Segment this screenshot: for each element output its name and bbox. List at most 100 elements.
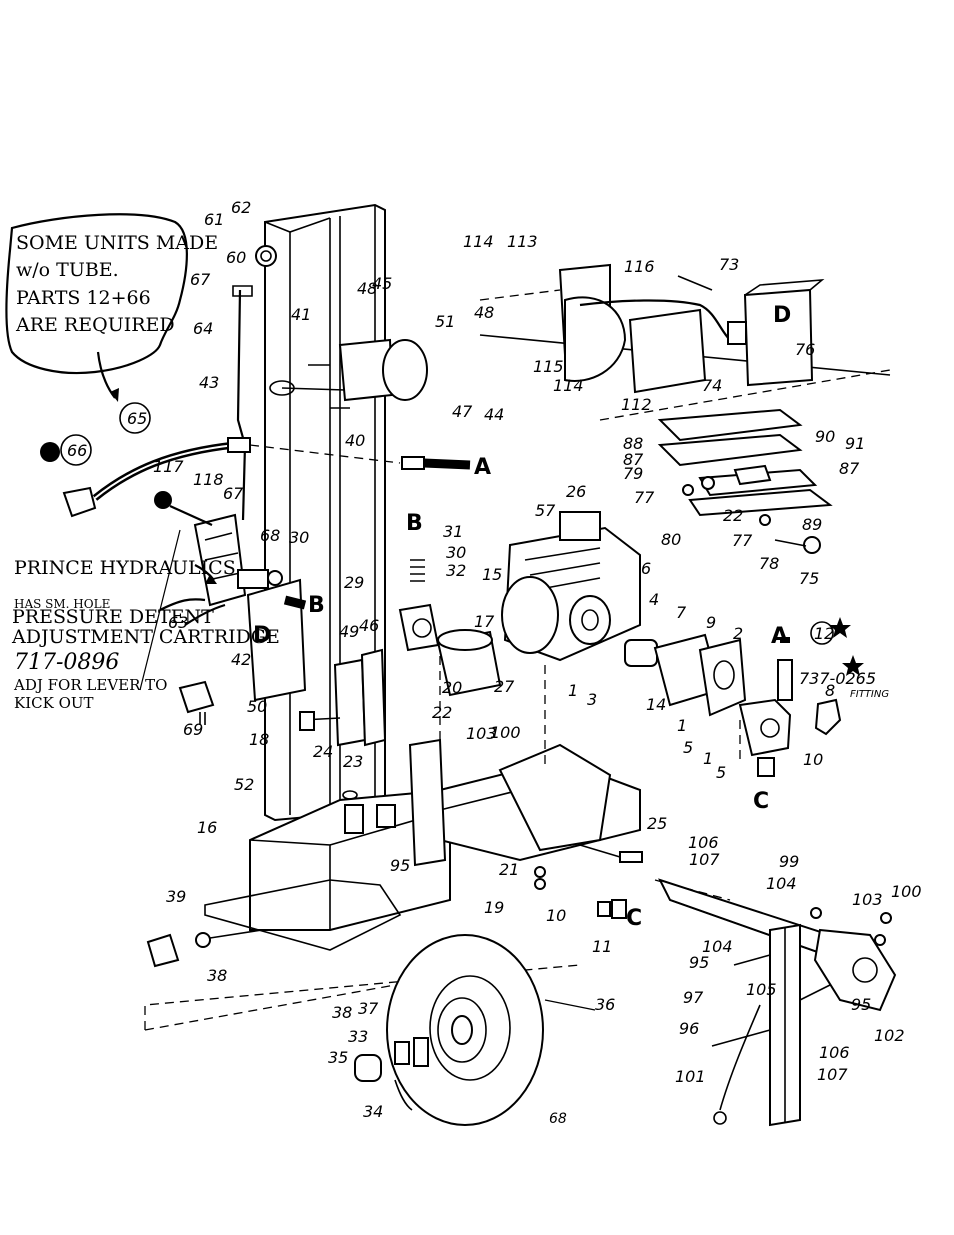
part-callout-30: 30 <box>446 543 466 562</box>
part-callout-107: 107 <box>689 850 720 869</box>
mount-plates: D <box>479 263 891 554</box>
part-callout-20: 20 <box>442 678 462 697</box>
part-callout-24: 24 <box>313 742 333 761</box>
part-callout-21: 21 <box>499 860 519 879</box>
part-callout-115: 115 <box>533 357 564 376</box>
callout-circle-66 <box>60 434 92 466</box>
part-callout-73: 73 <box>719 255 739 274</box>
part-callout-49: 49 <box>339 622 359 641</box>
left-annotations: PRINCE HYDRAULICS HAS SM. HOLE PRESSURE … <box>11 557 280 712</box>
part-callout-107: 107 <box>817 1065 848 1084</box>
part-callout-37: 37 <box>358 999 379 1018</box>
adjustment-label: ADJUSTMENT CARTRIDGE <box>11 626 280 648</box>
part-callout-103: 103 <box>466 724 497 743</box>
part-callout-64: 64 <box>193 319 213 338</box>
part-callout-1: 1 <box>677 716 687 735</box>
part-callout-117: 117 <box>153 457 184 476</box>
part-callout-118: 118 <box>193 470 224 489</box>
part-callout-114: 114 <box>463 232 494 251</box>
part-callout-61: 61 <box>204 210 224 229</box>
part-callout-89: 89 <box>802 515 822 534</box>
part-callout-2: 2 <box>733 624 743 643</box>
part-callout-47: 47 <box>452 402 473 421</box>
part-callout-17: 17 <box>474 612 495 631</box>
part-callout-74: 74 <box>702 376 722 395</box>
part-callout-43: 43 <box>199 373 219 392</box>
part-callout-26: 26 <box>566 482 586 501</box>
part-callout-116: 116 <box>624 257 655 276</box>
part-callout-106: 106 <box>688 833 719 852</box>
part-callout-1: 1 <box>703 749 713 768</box>
part-callout-48: 48 <box>357 279 377 298</box>
base-assembly <box>144 650 643 1031</box>
part-callout-105: 105 <box>746 980 777 999</box>
note-line1: SOME UNITS MADE <box>16 232 218 254</box>
callout-letter-D-left: D <box>253 623 271 648</box>
note-line4: ARE REQUIRED <box>15 314 175 336</box>
part-callout-39: 39 <box>166 887 186 906</box>
part-callout-44: 44 <box>484 405 504 424</box>
wheel-assembly <box>354 934 596 1126</box>
part-callout-34: 34 <box>363 1102 383 1121</box>
part-callout-101: 101 <box>675 1067 706 1086</box>
part-callout-9: 9 <box>706 613 716 632</box>
callout-letter-A-left: A <box>474 455 491 480</box>
callout-letter-B-left: B <box>308 593 325 618</box>
fitting-label: FITTING <box>850 689 889 700</box>
part-callout-97: 97 <box>683 988 704 1007</box>
callout-letter-C-right: C <box>753 789 769 814</box>
part-callout-76: 76 <box>795 340 815 359</box>
part-callout-104: 104 <box>766 874 797 893</box>
fitting-number: 737-0265 <box>799 669 876 688</box>
part-callout-95: 95 <box>689 953 709 972</box>
part-callout-45: 45 <box>372 274 392 293</box>
part-callout-77: 77 <box>634 488 655 507</box>
part-callout-22: 22 <box>723 506 743 525</box>
part-callout-41: 41 <box>291 305 311 324</box>
part-callout-11: 11 <box>592 937 612 956</box>
has-hole-label: HAS SM. HOLE <box>14 597 110 611</box>
part-callout-106: 106 <box>819 1043 850 1062</box>
part-callout-65: 65 <box>127 409 147 428</box>
part-callout-113: 113 <box>507 232 538 251</box>
part-callout-32: 32 <box>446 561 466 580</box>
part-callout-6: 6 <box>641 559 651 578</box>
part-callout-102: 102 <box>874 1026 905 1045</box>
part-callout-62: 62 <box>231 198 251 217</box>
part-callout-67: 67 <box>190 270 211 289</box>
adj-label-1: ADJ FOR LEVER TO <box>13 676 167 694</box>
part-callout-103: 103 <box>852 890 883 909</box>
callout-letter-C-lower: C <box>626 906 642 931</box>
part-callout-36: 36 <box>595 995 615 1014</box>
part-callout-99: 99 <box>779 852 799 871</box>
part-callout-29: 29 <box>344 573 364 592</box>
part-callout-63: 63 <box>168 613 188 632</box>
note-line2: w/o TUBE. <box>16 259 119 281</box>
part-callout-95: 95 <box>851 995 871 1014</box>
part-callout-7: 7 <box>676 603 687 622</box>
part-callout-60: 60 <box>226 248 246 267</box>
part-callout-77: 77 <box>732 531 753 550</box>
part-callout-22: 22 <box>432 703 452 722</box>
part-callout-100: 100 <box>490 723 521 742</box>
part-callout-51: 51 <box>435 312 455 331</box>
part-callout-5: 5 <box>716 763 726 782</box>
prince-label: PRINCE HYDRAULICS <box>14 557 236 579</box>
callout-circle-65 <box>119 402 151 434</box>
svg-text:12: 12 <box>814 624 834 643</box>
part-callout-78: 78 <box>759 554 779 573</box>
part-callout-18: 18 <box>249 730 269 749</box>
part-callout-42: 42 <box>231 650 251 669</box>
part-callout-19: 19 <box>484 898 504 917</box>
part-callout-67: 67 <box>223 484 244 503</box>
part-callout-112: 112 <box>621 395 652 414</box>
note-bubble: SOME UNITS MADE w/o TUBE. PARTS 12+66 AR… <box>5 213 218 402</box>
part-callout-4: 4 <box>649 590 659 609</box>
note-line3: PARTS 12+66 <box>16 287 151 309</box>
part-callout-50: 50 <box>247 697 267 716</box>
part-callout-3: 3 <box>587 690 597 709</box>
part-callout-27: 27 <box>494 677 515 696</box>
part-callout-10: 10 <box>803 750 823 769</box>
adj-label-2: KICK OUT <box>14 694 94 712</box>
